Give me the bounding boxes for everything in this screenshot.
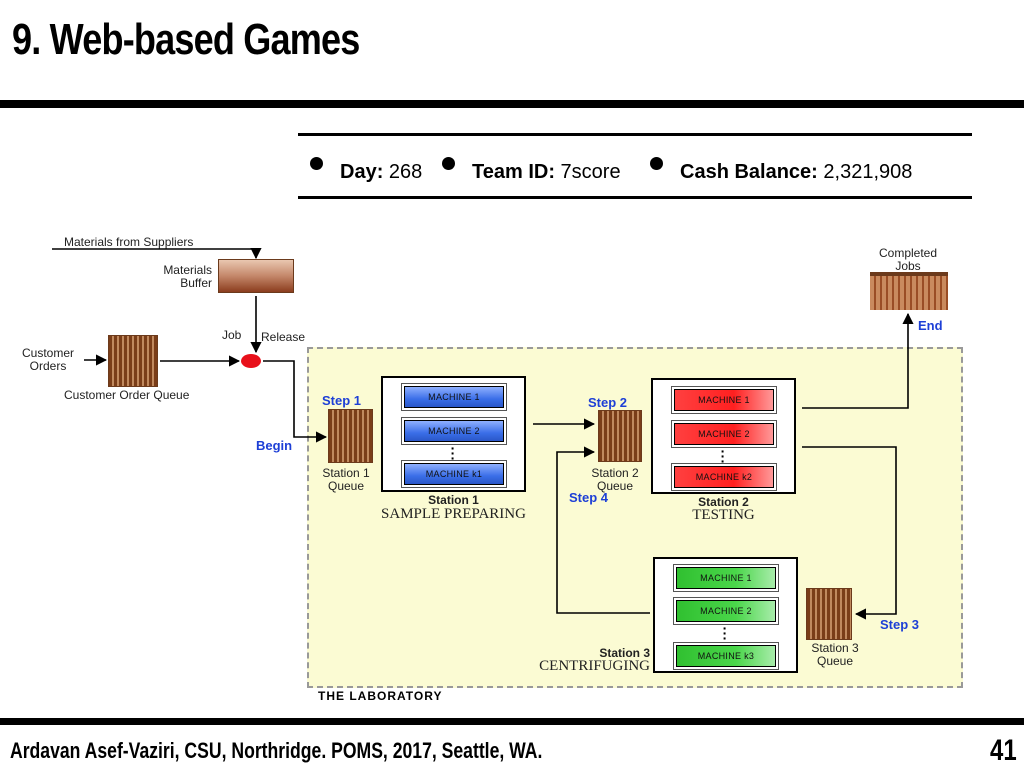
footer-rule bbox=[0, 718, 1024, 725]
station3-machine-1: MACHINE 1 bbox=[676, 567, 776, 589]
step1-label: Step 1 bbox=[322, 393, 362, 408]
arrow-suppliers-to-buffer bbox=[52, 247, 262, 260]
page-number: 41 bbox=[990, 734, 1017, 767]
station3-more-icon: ··· bbox=[722, 620, 728, 646]
status-top-rule bbox=[298, 133, 972, 136]
materials-from-suppliers-label: Materials from Suppliers bbox=[64, 235, 194, 249]
materials-buffer bbox=[218, 259, 294, 293]
slide-title: 9. Web-based Games bbox=[12, 15, 360, 64]
footer-text: Ardavan Asef-Vaziri, CSU, Northridge. PO… bbox=[10, 738, 543, 763]
station2-queue bbox=[598, 410, 642, 462]
cash-status: Cash Balance: 2,321,908 bbox=[680, 160, 912, 184]
arrow-station2-to-station3 bbox=[802, 446, 897, 620]
station1-machine-2: MACHINE 2 bbox=[404, 420, 504, 442]
station1-machine-1: MACHINE 1 bbox=[404, 386, 504, 408]
team-bullet-icon bbox=[442, 157, 455, 170]
station3-subtitle: CENTRIFUGING bbox=[539, 658, 650, 674]
cash-value: 2,321,908 bbox=[823, 161, 913, 183]
day-label: Day: bbox=[340, 161, 384, 183]
arrow-station2-to-end bbox=[802, 312, 914, 409]
station2-machine-1: MACHINE 1 bbox=[674, 389, 774, 411]
cash-label: Cash Balance: bbox=[680, 161, 818, 183]
arrow-station3-to-station2 bbox=[556, 446, 650, 614]
completed-jobs-bin bbox=[870, 272, 948, 310]
day-value: 268 bbox=[388, 161, 423, 183]
station2-title: Station 2 bbox=[698, 495, 749, 509]
end-label: End bbox=[918, 318, 943, 333]
station1-queue bbox=[328, 409, 373, 463]
step4-label: Step 4 bbox=[569, 490, 609, 505]
customer-order-queue bbox=[108, 335, 158, 387]
status-bottom-rule bbox=[298, 196, 972, 199]
laboratory-label: THE LABORATORY bbox=[318, 689, 443, 703]
station1-title: Station 1 bbox=[428, 493, 479, 507]
begin-label: Begin bbox=[256, 438, 293, 453]
arrow-release-to-station1 bbox=[263, 360, 328, 443]
team-label: Team ID: bbox=[472, 161, 555, 183]
station1-subtitle: SAMPLE PREPARING bbox=[381, 506, 526, 522]
station3-queue bbox=[806, 588, 852, 640]
station3-machine-k3: MACHINE k3 bbox=[676, 645, 776, 667]
day-status: Day: 268 bbox=[340, 160, 422, 184]
station1-more-icon: ··· bbox=[450, 440, 456, 466]
station2-machine-2: MACHINE 2 bbox=[674, 423, 774, 445]
station2-subtitle: TESTING bbox=[692, 507, 755, 523]
team-value: 7score bbox=[560, 161, 621, 183]
cash-bullet-icon bbox=[650, 157, 663, 170]
release-label: Release bbox=[261, 330, 306, 344]
station2-machine-k2: MACHINE k2 bbox=[674, 466, 774, 488]
title-rule bbox=[0, 100, 1024, 108]
step3-label: Step 3 bbox=[880, 617, 920, 632]
step2-label: Step 2 bbox=[588, 395, 628, 410]
job-release-dot bbox=[241, 354, 261, 368]
station2-more-icon: ··· bbox=[720, 443, 726, 469]
customer-order-queue-label: Customer Order Queue bbox=[64, 388, 190, 402]
day-bullet-icon bbox=[310, 157, 323, 170]
station1-machine-k1: MACHINE k1 bbox=[404, 463, 504, 485]
station3-title: Station 3 bbox=[599, 646, 650, 660]
team-status: Team ID: 7score bbox=[472, 160, 621, 184]
station3-machine-2: MACHINE 2 bbox=[676, 600, 776, 622]
job-label: Job bbox=[222, 328, 242, 342]
